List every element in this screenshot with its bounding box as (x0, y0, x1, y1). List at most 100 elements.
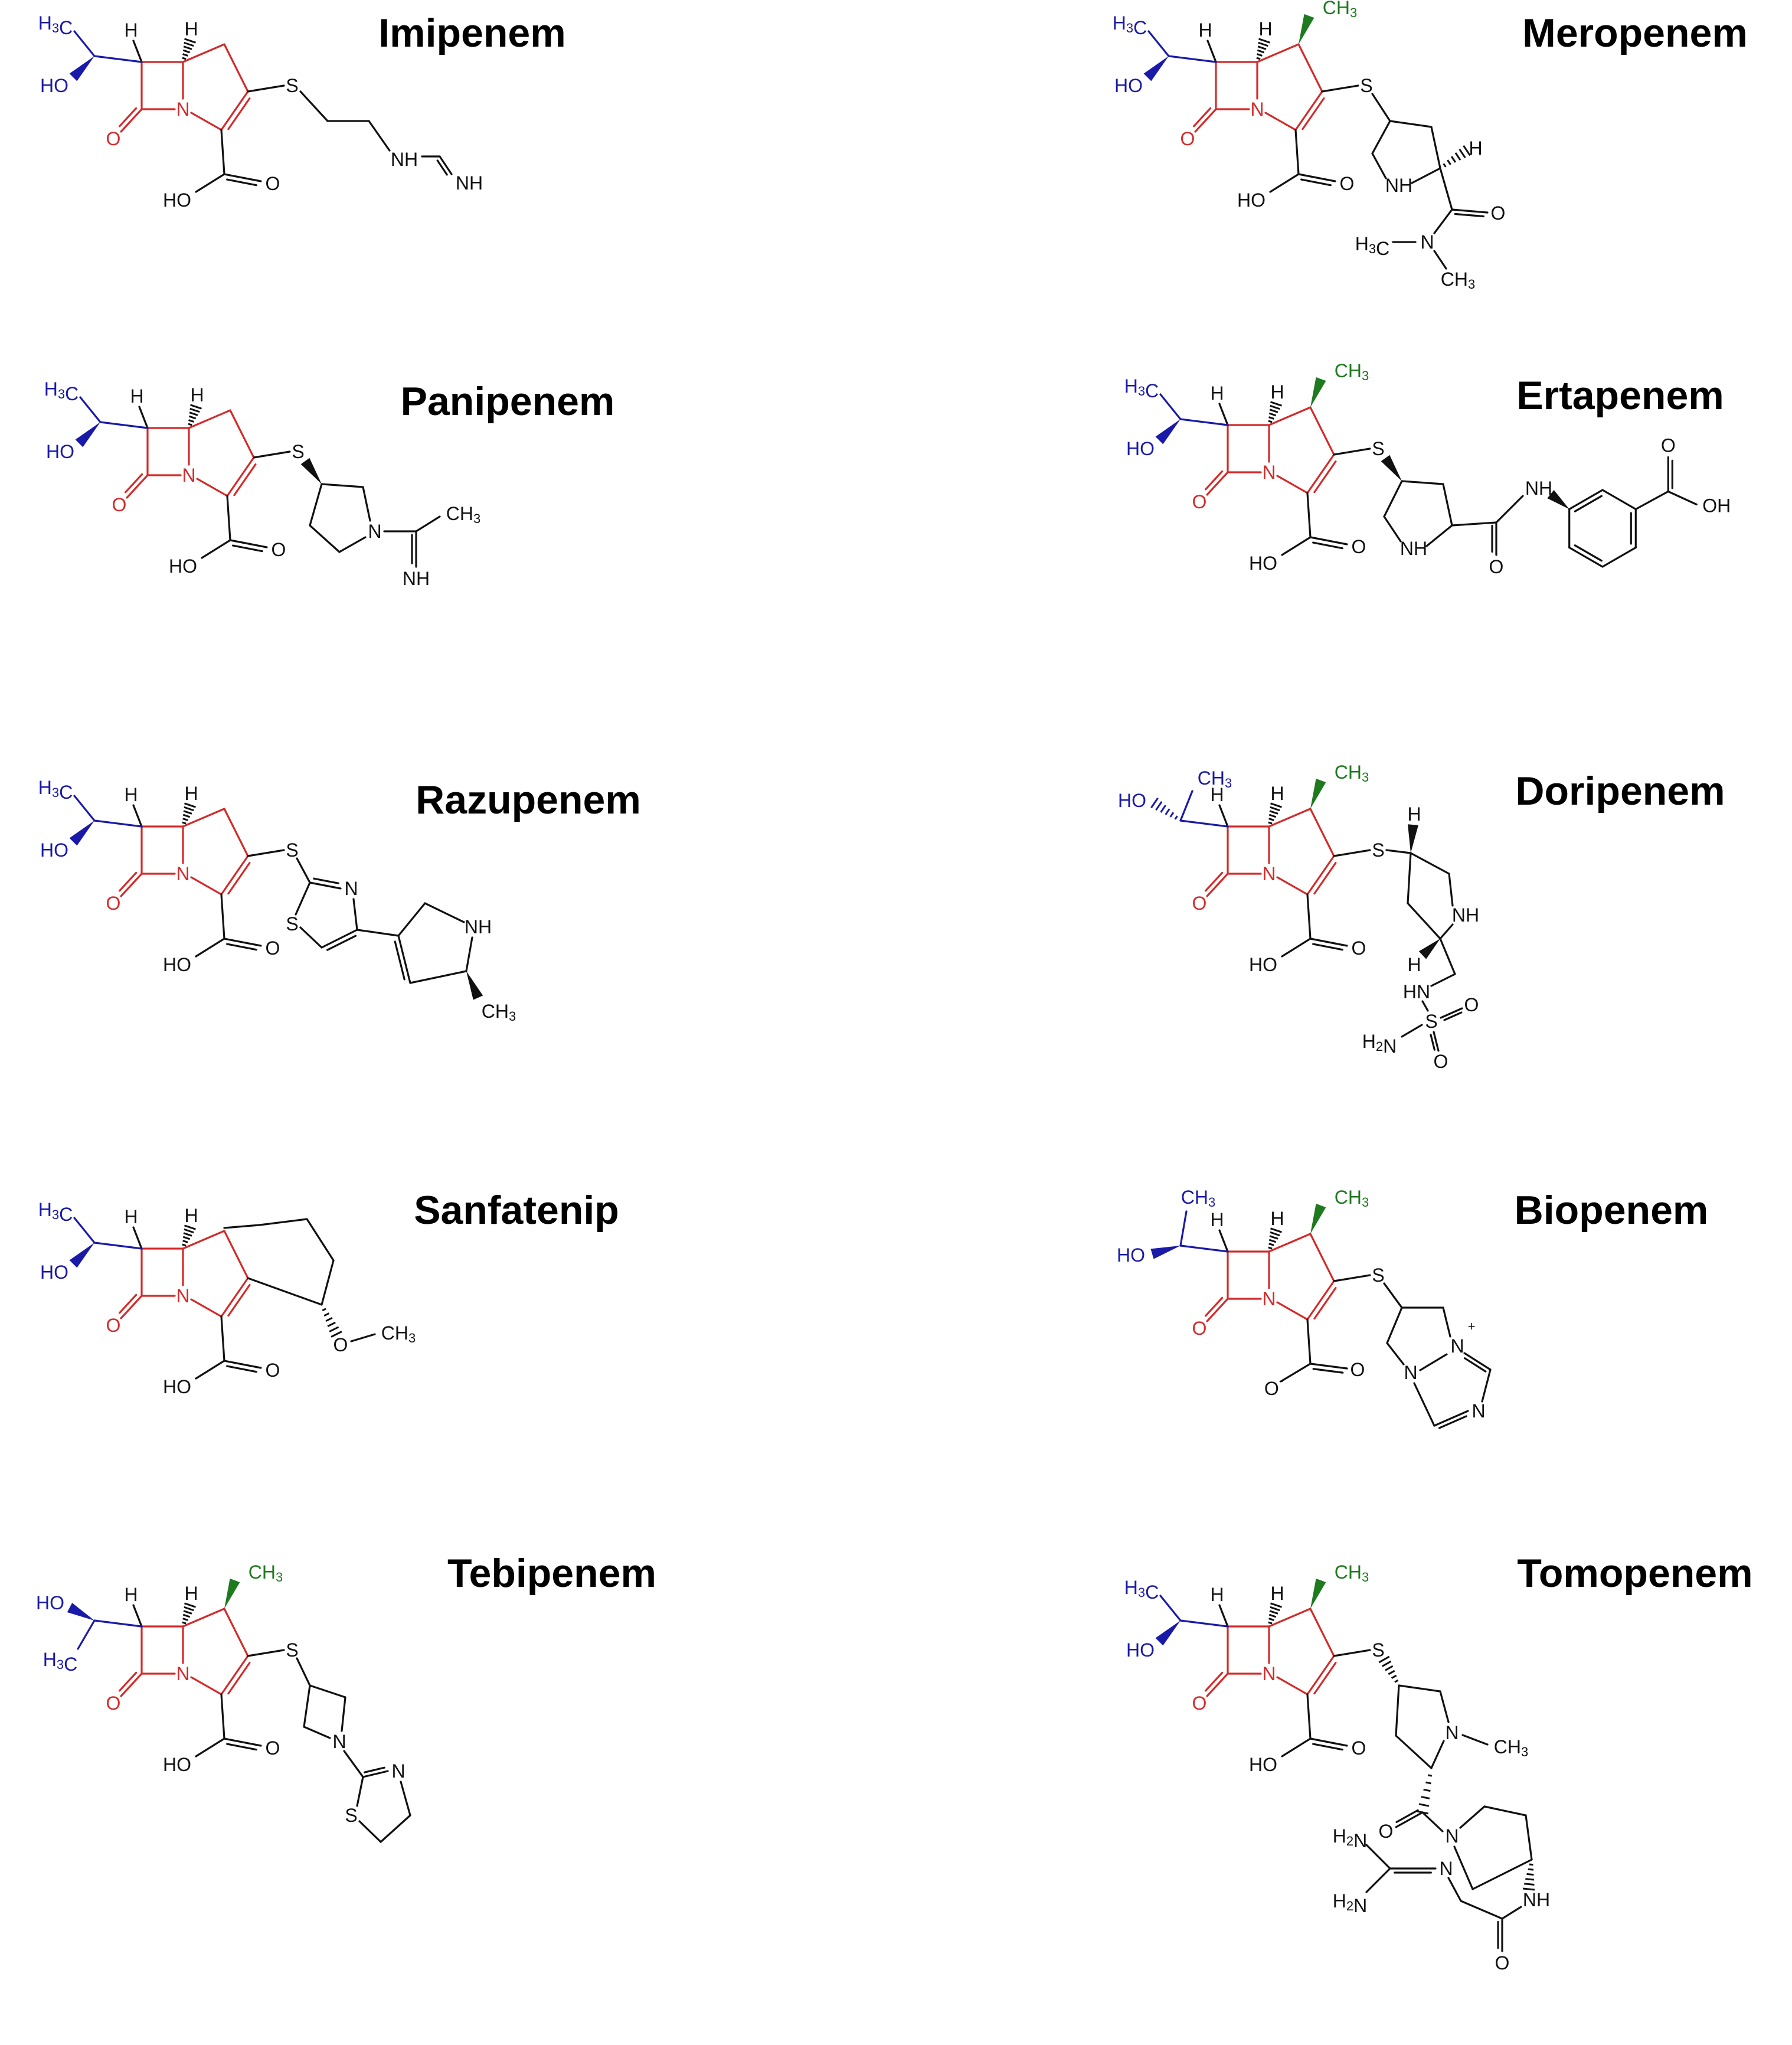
side-methyl-label: H3C (38, 12, 73, 38)
bond (1410, 852, 1450, 875)
hydroxyl-label: HO (1118, 790, 1146, 811)
carbonyl-bond (1206, 471, 1229, 496)
h-atom: H (184, 18, 198, 40)
bond (343, 1750, 364, 1778)
hydroxyl-label: HO (40, 75, 68, 96)
carboxyl-c-o-bond (232, 544, 263, 553)
h-atom: H (1210, 784, 1224, 805)
ring-bond (1268, 406, 1312, 426)
aromatic-bond (1568, 489, 1604, 511)
carbonyl-oxygen: O (106, 1693, 121, 1714)
ring-nitrogen: N (1262, 462, 1276, 483)
amide-nh: NH (1525, 478, 1552, 499)
bond (341, 1696, 346, 1732)
h-hashed-bond (1268, 401, 1282, 423)
h-atom: H (1469, 138, 1482, 159)
bond (1483, 1805, 1527, 1817)
ring-double-bond (1294, 90, 1323, 131)
methyl-side-bond (1159, 393, 1182, 420)
thiazole-bond (326, 935, 357, 951)
ring-double-bond (220, 90, 249, 131)
wedge-bond (1547, 489, 1569, 509)
methyl-side-bond (1159, 1595, 1182, 1622)
carboxyl-oxygen: O (272, 539, 286, 560)
methyl-label: CH3 (1335, 1561, 1369, 1585)
aromatic-bond (1574, 495, 1603, 512)
bond (247, 84, 285, 93)
h-atom: H (184, 1205, 198, 1226)
carboxyl-hydroxyl: HO (1249, 954, 1277, 975)
methyl-side-bond (77, 1619, 96, 1650)
hydroxyl-wedge-bond (1155, 1621, 1181, 1646)
wedge-bond (1418, 939, 1440, 959)
carboxyl-oxygen: O (266, 937, 280, 959)
ring-double-bond (220, 1655, 249, 1696)
bond (1407, 852, 1412, 904)
h-hashed-bond (182, 38, 196, 60)
amide-bond (1451, 208, 1489, 214)
carboxyl-c-o-bond (1309, 1363, 1348, 1370)
hydroxyl-wedge-bond (69, 821, 94, 846)
bond (303, 1726, 331, 1739)
n-methyl-label: H3C (1355, 233, 1389, 259)
bond (1439, 1690, 1450, 1723)
ring-nitrogen: N (182, 465, 195, 486)
bond (1495, 495, 1524, 524)
bond (1481, 1368, 1492, 1403)
bond (1395, 1734, 1433, 1769)
ring-bond (1276, 876, 1309, 896)
sulfur-atom: S (286, 839, 298, 861)
h-bond (132, 804, 143, 828)
thiazole-bond (313, 877, 339, 884)
h-bond (138, 406, 149, 429)
carboxyl-c-o-bond (1281, 937, 1312, 958)
molecule-name: Sanfatenip (414, 1188, 619, 1233)
sulfamide-nh: HN (1403, 981, 1430, 1002)
h-atom: H (184, 783, 198, 804)
side-methyl-label: H3C (1124, 1577, 1159, 1603)
carboxyl-oxygen: O (266, 1360, 280, 1381)
bond (1371, 152, 1387, 179)
carboxyl-c-o-bond (1312, 1743, 1343, 1751)
carboxyl-oxygen: O (1352, 1737, 1366, 1759)
carboxyl-c-o-bond (1297, 173, 1336, 182)
sulfonyl-bond (1443, 1011, 1463, 1021)
hydroxyl-wedge-bond (69, 1243, 94, 1268)
hashed-bond (1522, 1863, 1535, 1891)
ring-nitrogen: N (1262, 1663, 1276, 1684)
molecule-name: Razupenem (416, 778, 641, 822)
carboxyl-hydroxyl: HO (163, 190, 191, 211)
guanidine-nh2: H2N (1333, 1825, 1367, 1851)
ring-bond (1309, 808, 1335, 857)
carbonyl-oxygen: O (106, 1315, 121, 1336)
thiazole-bond (309, 881, 342, 890)
h-atom: H (1210, 383, 1224, 404)
hydroxyl-label: HO (40, 839, 68, 861)
methyl-label: CH3 (482, 1001, 516, 1024)
bond (1401, 1024, 1423, 1038)
carboxyl-hydroxyl: HO (1237, 190, 1265, 211)
ring-double-bond (227, 862, 251, 895)
carboxyl-c-o-bond (195, 937, 225, 958)
thiazole-bond (321, 929, 358, 949)
bond (1365, 1867, 1391, 1893)
bond (309, 1684, 346, 1698)
bond (295, 881, 311, 916)
ring-bond (196, 478, 228, 497)
bond (356, 929, 400, 937)
carbonyl-bond (1205, 871, 1224, 892)
ring-bond (223, 808, 249, 857)
hydroxyl-wedge-bond (1150, 1246, 1181, 1259)
bond (1371, 120, 1391, 155)
bond (400, 1781, 411, 1817)
bond (1439, 167, 1453, 211)
carboxyl-c-o-bond (1281, 536, 1312, 556)
ring-nitrogen: N (1262, 863, 1276, 884)
ring-bond (223, 43, 249, 93)
carbonyl-bond (1206, 1298, 1229, 1322)
hydroxyl-label: HO (1126, 1639, 1155, 1661)
h-atom: H (1270, 1583, 1284, 1604)
